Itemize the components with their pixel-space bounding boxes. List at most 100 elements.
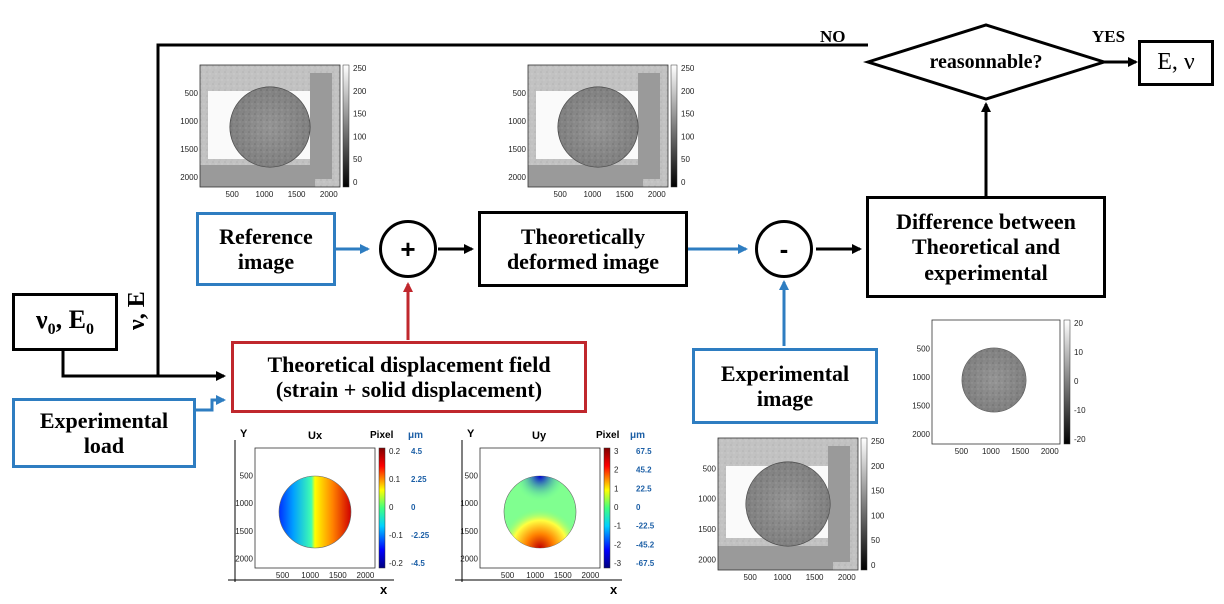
uy-unit-um: μm xyxy=(630,430,646,441)
ux-xtick: 1500 xyxy=(329,571,347,580)
uy-xtick: 500 xyxy=(501,571,515,580)
load-to-displacement-line xyxy=(196,395,226,412)
ux-cbar-tick: 0.1 xyxy=(389,475,401,484)
uy-unit-pixel: Pixel xyxy=(596,430,620,441)
ux-xtick: 2000 xyxy=(357,571,375,580)
output-label: E, ν xyxy=(1157,49,1195,76)
reference-xtick: 1500 xyxy=(288,190,306,199)
deformed-cbar-tick: 100 xyxy=(681,132,695,141)
ux-ytick: 1500 xyxy=(235,527,253,536)
ux-unit-pixel: Pixel xyxy=(370,430,394,441)
experimental-xtick: 2000 xyxy=(838,573,856,582)
difference-ytick: 2000 xyxy=(912,430,930,439)
updated-params-label: ν, E xyxy=(124,291,150,330)
uy-ytick: 500 xyxy=(465,472,479,481)
deformed-cbar-tick: 250 xyxy=(681,64,695,73)
ux-cbar-um-tick: 4.5 xyxy=(411,447,423,456)
uy-cbar-um-tick: -22.5 xyxy=(636,522,655,531)
deformed-ytick: 1500 xyxy=(508,145,526,154)
experimental-cbar-tick: 50 xyxy=(871,536,880,545)
ux-axis-x-label: x xyxy=(380,582,388,597)
reference-xtick: 2000 xyxy=(320,190,338,199)
experimental-image-box: Experimental image xyxy=(692,348,878,424)
uy-cbar-um-tick: -67.5 xyxy=(636,559,655,568)
uy-cbar-tick: -1 xyxy=(614,522,622,531)
deformed-image-box: Theoretically deformed image xyxy=(478,211,688,287)
displacement-field-box: Theoretical displacement field (strain +… xyxy=(231,341,587,413)
reference-image-box: Reference image xyxy=(196,212,336,286)
deformed-cbar-tick: 150 xyxy=(681,110,695,119)
difference-xtick: 1500 xyxy=(1011,447,1029,456)
uy-title: Uy xyxy=(532,430,547,442)
difference-ytick: 500 xyxy=(917,345,931,354)
experimental-cbar-tick: 150 xyxy=(871,487,885,496)
init-to-displacement-line xyxy=(61,350,224,378)
deformed-cbar-tick: 0 xyxy=(681,178,686,187)
ux-cbar-tick: 0.2 xyxy=(389,447,401,456)
uy-cbar-tick: 2 xyxy=(614,466,619,475)
deformed-xtick: 500 xyxy=(554,190,568,199)
plus-operator: + xyxy=(379,220,437,278)
difference-ytick: 1000 xyxy=(912,373,930,382)
uy-cbar-tick: -2 xyxy=(614,540,622,549)
difference-cbar-tick: -20 xyxy=(1074,435,1086,444)
uy-cbar-tick: 3 xyxy=(614,447,619,456)
uy-ytick: 1000 xyxy=(460,499,478,508)
experimental-ytick: 1000 xyxy=(698,495,716,504)
deformed-image-plot xyxy=(527,64,678,188)
ux-cbar-um-tick: 0 xyxy=(411,503,416,512)
deformed-xtick: 2000 xyxy=(648,190,666,199)
experimental-image-plot xyxy=(717,437,868,571)
reference-image-plot xyxy=(199,64,350,188)
experimental-cbar-tick: 0 xyxy=(871,561,876,570)
uy-cbar-tick: 1 xyxy=(614,484,619,493)
difference-xtick: 500 xyxy=(955,447,969,456)
difference-box: Difference between Theoretical and exper… xyxy=(866,196,1106,298)
difference-cbar-tick: -10 xyxy=(1074,406,1086,415)
ux-cbar-tick: -0.2 xyxy=(389,559,403,568)
uy-plot xyxy=(479,447,611,569)
experimental-load-box: Experimental load xyxy=(12,398,196,468)
reference-cbar-tick: 150 xyxy=(353,110,367,119)
reference-ytick: 2000 xyxy=(180,173,198,182)
ux-axis-y-label: Y xyxy=(240,428,248,440)
difference-xtick: 1000 xyxy=(982,447,1000,456)
uy-axis-x-label: x xyxy=(610,582,618,597)
uy-cbar-tick: -3 xyxy=(614,559,622,568)
reference-cbar-tick: 200 xyxy=(353,87,367,96)
deformed-ytick: 500 xyxy=(513,89,527,98)
reference-cbar-tick: 0 xyxy=(353,178,358,187)
uy-cbar-um-tick: -45.2 xyxy=(636,540,655,549)
uy-cbar-um-tick: 22.5 xyxy=(636,484,652,493)
ux-title: Ux xyxy=(308,430,323,442)
decision-diamond xyxy=(862,23,1110,101)
experimental-xtick: 1000 xyxy=(774,573,792,582)
ux-ytick: 2000 xyxy=(235,554,253,563)
difference-image-plot xyxy=(931,319,1071,445)
ux-unit-um: μm xyxy=(408,430,424,441)
deformed-xtick: 1000 xyxy=(584,190,602,199)
reference-ytick: 500 xyxy=(185,89,199,98)
uy-xtick: 1500 xyxy=(554,571,572,580)
experimental-ytick: 500 xyxy=(703,464,717,473)
experimental-ytick: 1500 xyxy=(698,525,716,534)
ux-xtick: 500 xyxy=(276,571,290,580)
experimental-ytick: 2000 xyxy=(698,555,716,564)
uy-ytick: 1500 xyxy=(460,527,478,536)
yes-label: YES xyxy=(1092,27,1125,46)
reference-xtick: 500 xyxy=(226,190,240,199)
reference-ytick: 1500 xyxy=(180,145,198,154)
uy-cbar-um-tick: 0 xyxy=(636,503,641,512)
initial-params-label: ν0, E0 xyxy=(36,304,94,338)
reference-ytick: 1000 xyxy=(180,117,198,126)
deformed-cbar-tick: 50 xyxy=(681,155,690,164)
difference-cbar-tick: 10 xyxy=(1074,348,1083,357)
experimental-cbar-tick: 250 xyxy=(871,437,885,446)
uy-axis-y-label: Y xyxy=(467,428,475,440)
ux-ytick: 1000 xyxy=(235,499,253,508)
difference-ytick: 1500 xyxy=(912,402,930,411)
reference-xtick: 1000 xyxy=(256,190,274,199)
deformed-ytick: 1000 xyxy=(508,117,526,126)
minus-operator: - xyxy=(755,220,813,278)
experimental-cbar-tick: 100 xyxy=(871,511,885,520)
